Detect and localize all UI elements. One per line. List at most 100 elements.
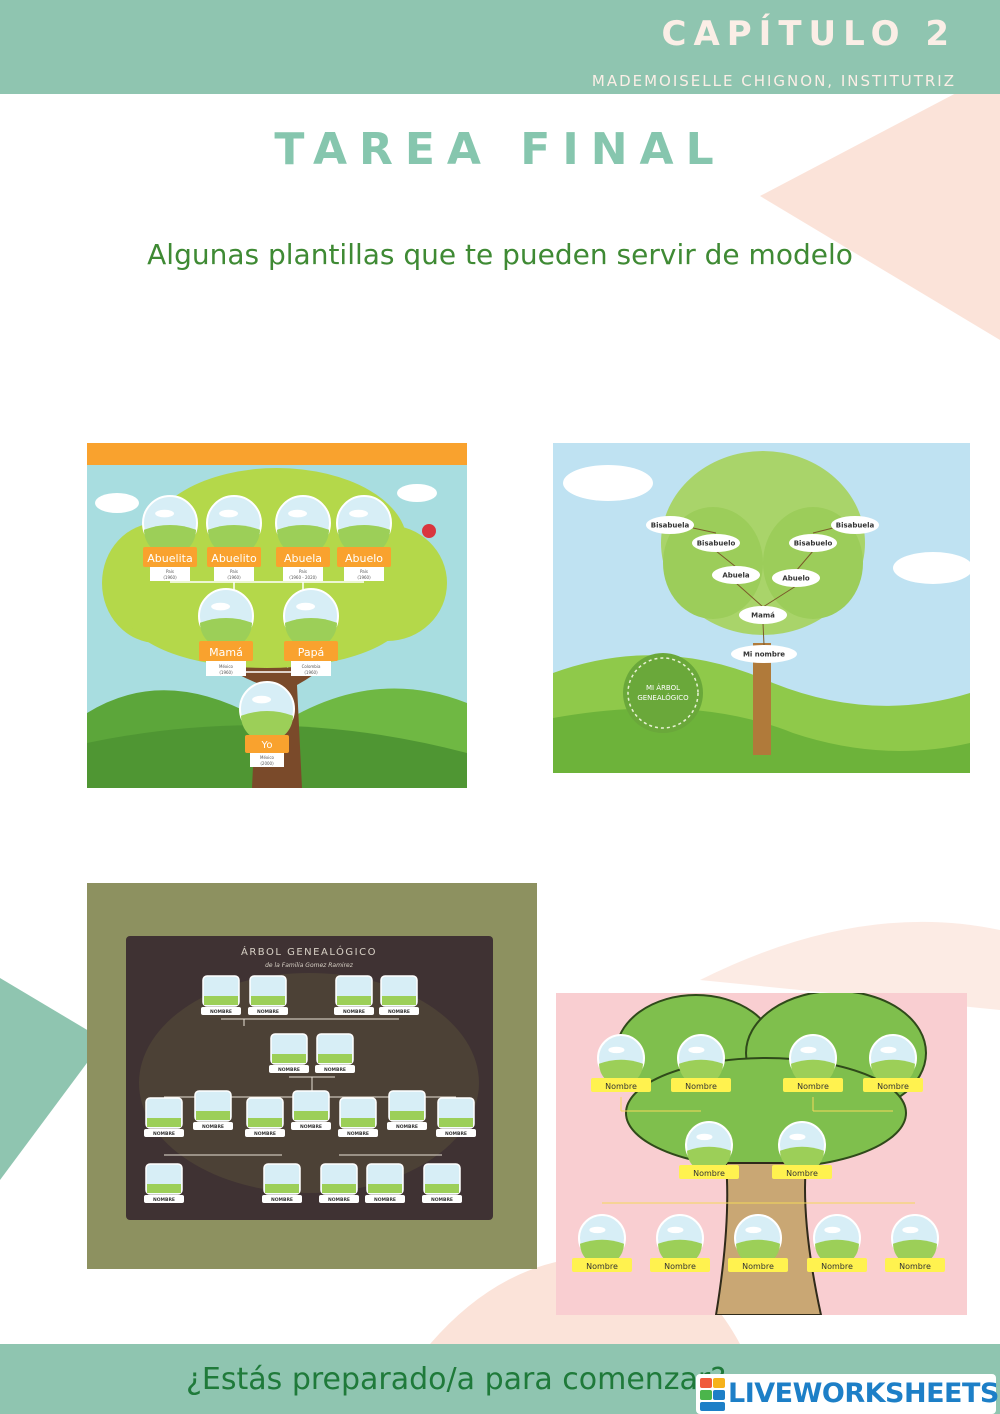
tree-title: ÁRBOL GENEALÓGICO — [241, 945, 377, 958]
child-name: Yo — [261, 740, 273, 751]
tree-label-text: Mamá — [751, 612, 775, 620]
tree-node-label: NOMBRE — [431, 1197, 453, 1203]
badge-line-1: MI ÁRBOL — [646, 683, 680, 692]
tree-node-label-box — [262, 1195, 302, 1203]
tree-label-bubble — [789, 534, 837, 552]
liveworksheets-logo[interactable] — [696, 1374, 996, 1414]
tree-node-label: NOMBRE — [300, 1124, 322, 1130]
liveworksheets-logo-icon — [700, 1378, 725, 1411]
tree-label-bubble — [739, 606, 787, 624]
family-member-label-box — [671, 1078, 731, 1092]
liveworksheets-logo-text: LIVEWORKSHEETS — [728, 1378, 999, 1409]
family-member-label-box — [650, 1258, 710, 1272]
grandparent-name: Abuelito — [211, 552, 257, 565]
family-member-label-box — [591, 1078, 651, 1092]
tree-node-label-box — [248, 1007, 288, 1015]
family-member-label: Nombre — [664, 1262, 696, 1271]
tree-node-label: NOMBRE — [445, 1131, 467, 1137]
tree-node-label: NOMBRE — [271, 1197, 293, 1203]
family-member-label: Nombre — [786, 1169, 818, 1178]
grandparent-country: País — [166, 569, 174, 574]
tree-node-label: NOMBRE — [153, 1197, 175, 1203]
grandparent-years: (1960) — [163, 575, 177, 580]
tree-node: NOMBRE — [338, 1097, 378, 1137]
tree-node-label-box — [319, 1195, 359, 1203]
family-member-label-box — [807, 1258, 867, 1272]
tree-node: NOMBRE — [315, 1033, 355, 1073]
grandparent-label-box — [207, 547, 261, 567]
family-member-label: Nombre — [605, 1082, 637, 1091]
tree-subtitle: de la Familia Gomez Ramirez — [265, 962, 354, 969]
tree-node: NOMBRE — [379, 975, 419, 1015]
grandparent-detail-box — [214, 567, 254, 581]
tree-node-label-box — [269, 1065, 309, 1073]
tree-node: NOMBRE — [436, 1097, 476, 1137]
tree-node-label: NOMBRE — [343, 1009, 365, 1015]
family-member-label-box — [728, 1258, 788, 1272]
tree-node-label: NOMBRE — [324, 1067, 346, 1073]
tree-node-label: NOMBRE — [257, 1009, 279, 1015]
tree-node-label-box — [201, 1007, 241, 1015]
tree-node-label-box — [193, 1122, 233, 1130]
tree-node: NOMBRE — [245, 1097, 285, 1137]
family-tree-template-3: ÁRBOL GENEALÓGICO de la Familia Gomez Ra… — [87, 883, 537, 1269]
tree-node-label-box — [387, 1122, 427, 1130]
tree-node-label: NOMBRE — [202, 1124, 224, 1130]
tree-node: NOMBRE — [193, 1090, 233, 1130]
grandparent-name: Abuela — [284, 552, 322, 565]
tree-node: NOMBRE — [334, 975, 374, 1015]
tree-node: NOMBRE — [319, 1163, 359, 1203]
family-member-label: Nombre — [586, 1262, 618, 1271]
tree-label-bubble — [692, 534, 740, 552]
tree-label-bubble — [831, 516, 879, 534]
child-years: (2000) — [260, 761, 274, 766]
parent-name: Mamá — [209, 646, 243, 659]
family-member-label: Nombre — [685, 1082, 717, 1091]
grandparent-years: (1960 - 2020) — [289, 575, 317, 580]
tree-node-label-box — [334, 1007, 374, 1015]
family-member-label-box — [679, 1165, 739, 1179]
author-label: MADEMOISELLE CHIGNON, INSTITUTRIZ — [591, 72, 956, 90]
grandparent-years: (1960) — [357, 575, 371, 580]
tree-label-text: Bisabuelo — [697, 540, 736, 548]
grandparent-photo — [275, 495, 331, 556]
tree-node-label: NOMBRE — [396, 1124, 418, 1130]
tree-node-label: NOMBRE — [388, 1009, 410, 1015]
tree-label-text: Bisabuela — [836, 522, 875, 530]
tree-label-text: Abuelo — [782, 575, 810, 583]
tree-label-text: Bisabuelo — [794, 540, 833, 548]
family-member-label: Nombre — [899, 1262, 931, 1271]
grandparent-years: (1960) — [227, 575, 241, 580]
tree-node: NOMBRE — [365, 1163, 405, 1203]
tree-node-label: NOMBRE — [328, 1197, 350, 1203]
parent-years: (1960) — [304, 670, 318, 675]
grandparent-photo — [336, 495, 392, 556]
page-title: TAREA FINAL — [274, 124, 726, 175]
parent-label-box — [284, 641, 338, 661]
parent-country: Colombia — [302, 664, 321, 669]
tree-node-label-box — [422, 1195, 462, 1203]
footer-question: ¿Estás preparado/a para comenzar? — [186, 1362, 727, 1397]
family-member-label: Nombre — [877, 1082, 909, 1091]
grandparent-name: Abuelita — [147, 552, 192, 565]
tree-node: NOMBRE — [387, 1090, 427, 1130]
parent-photo — [283, 588, 339, 649]
family-member-label-box — [863, 1078, 923, 1092]
page-subtitle: Algunas plantillas que te pueden servir … — [147, 238, 853, 271]
tree-node: NOMBRE — [144, 1163, 184, 1203]
tree-node-label-box — [144, 1129, 184, 1137]
family-member-label-box — [572, 1258, 632, 1272]
tree-node-label-box — [365, 1195, 405, 1203]
grandparent-label-box — [276, 547, 330, 567]
tree-node: NOMBRE — [144, 1097, 184, 1137]
grandparent-label-box — [143, 547, 197, 567]
parent-detail-box — [206, 661, 246, 676]
parent-label-box — [199, 641, 253, 661]
tree-node: NOMBRE — [201, 975, 241, 1015]
tree-node-label-box — [245, 1129, 285, 1137]
tree-label-text: Mi nombre — [743, 651, 785, 659]
parent-country: México — [219, 664, 234, 669]
family-member-label: Nombre — [821, 1262, 853, 1271]
